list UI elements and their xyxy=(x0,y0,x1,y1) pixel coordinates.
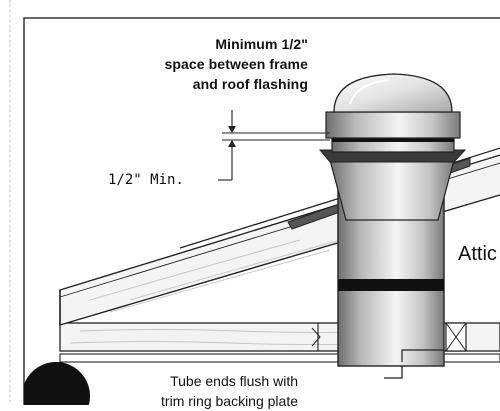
frame-space-note-line1: Minimum 1/2" xyxy=(215,36,308,52)
tube-icon xyxy=(318,111,467,367)
ceiling-drywall xyxy=(59,353,500,363)
insulation-icon xyxy=(445,322,467,352)
frame-space-note: Minimum 1/2" space between frame and roo… xyxy=(164,34,308,94)
tube-flush-note-line2: trim ring backing plate xyxy=(161,393,298,409)
gap-dimension xyxy=(218,110,330,181)
min-gap-label: 1/2" Min. xyxy=(108,172,184,188)
frame-space-note-line2: space between frame xyxy=(164,56,308,72)
tube-flush-note: Tube ends flush with trim ring backing p… xyxy=(161,371,298,411)
trim-bracket-bottom xyxy=(384,366,403,379)
trim-bracket-top xyxy=(401,349,444,362)
frame-space-note-line3: and roof flashing xyxy=(192,76,308,92)
tube-flush-note-line1: Tube ends flush with xyxy=(170,373,298,389)
attic-label: Attic xyxy=(458,243,497,265)
dome-icon xyxy=(333,73,453,113)
badge-icon xyxy=(24,362,90,405)
